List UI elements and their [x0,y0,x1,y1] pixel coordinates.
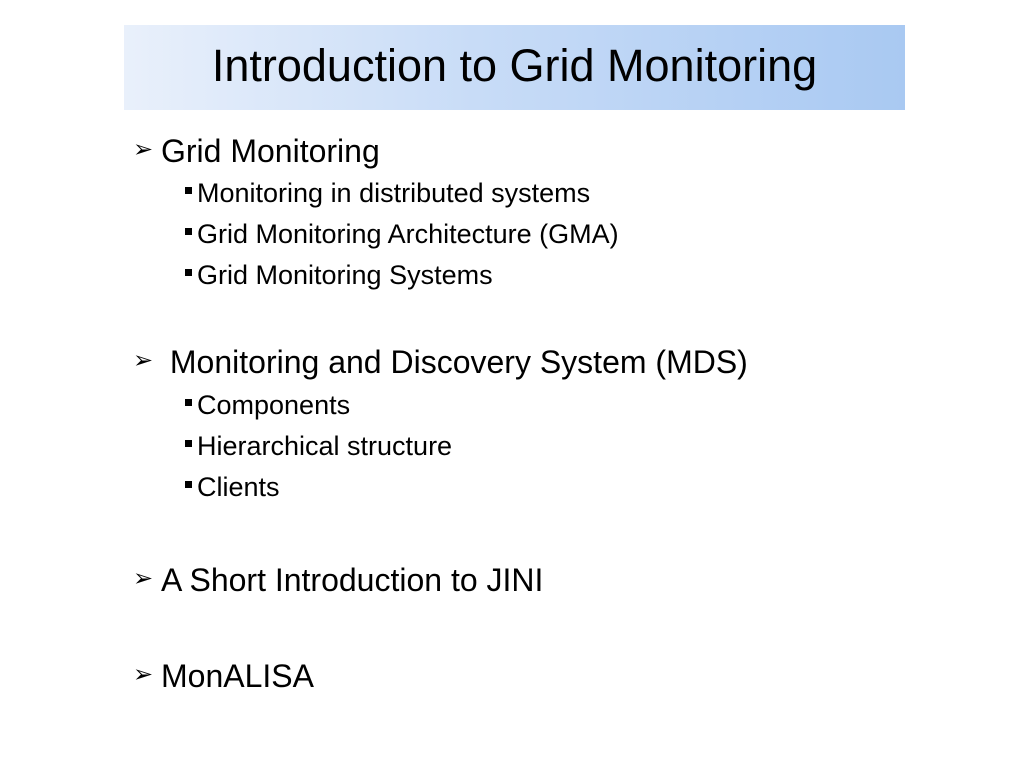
square-bullet-icon [185,187,192,194]
bullet-label: Grid Monitoring [161,133,380,169]
square-bullet-icon [185,481,192,488]
arrowhead-bullet-icon: ➢ [133,565,154,592]
bullet-monalisa: ➢ MonALISA [133,660,314,692]
sub-bullet-monitoring-systems: Grid Monitoring Systems [185,262,493,289]
arrowhead-bullet-icon: ➢ [133,661,154,688]
sub-bullet-distributed-systems: Monitoring in distributed systems [185,180,590,207]
arrowhead-bullet-icon: ➢ [133,347,154,374]
sub-bullet-label: Grid Monitoring Architecture (GMA) [197,219,619,249]
square-bullet-icon [185,399,192,406]
sub-bullet-hierarchical: Hierarchical structure [185,433,452,460]
sub-bullet-label: Monitoring in distributed systems [197,178,591,208]
bullet-jini: ➢ A Short Introduction to JINI [133,564,543,596]
title-bar: Introduction to Grid Monitoring [124,25,905,110]
bullet-mds: ➢ Monitoring and Discovery System (MDS) [133,346,748,378]
square-bullet-icon [185,440,192,447]
slide-title: Introduction to Grid Monitoring [211,40,818,91]
bullet-label: Monitoring and Discovery System (MDS) [161,344,748,380]
sub-bullet-components: Components [185,392,350,419]
sub-bullet-label: Components [197,390,351,420]
bullet-grid-monitoring: ➢ Grid Monitoring [133,135,380,167]
bullet-label: A Short Introduction to JINI [161,562,544,598]
square-bullet-icon [185,269,192,276]
sub-bullet-label: Hierarchical structure [197,431,453,461]
sub-bullet-label: Grid Monitoring Systems [197,260,493,290]
sub-bullet-gma: Grid Monitoring Architecture (GMA) [185,221,619,248]
bullet-label: MonALISA [161,658,314,694]
arrowhead-bullet-icon: ➢ [133,136,154,163]
sub-bullet-label: Clients [197,472,280,502]
sub-bullet-clients: Clients [185,474,280,501]
square-bullet-icon [185,228,192,235]
